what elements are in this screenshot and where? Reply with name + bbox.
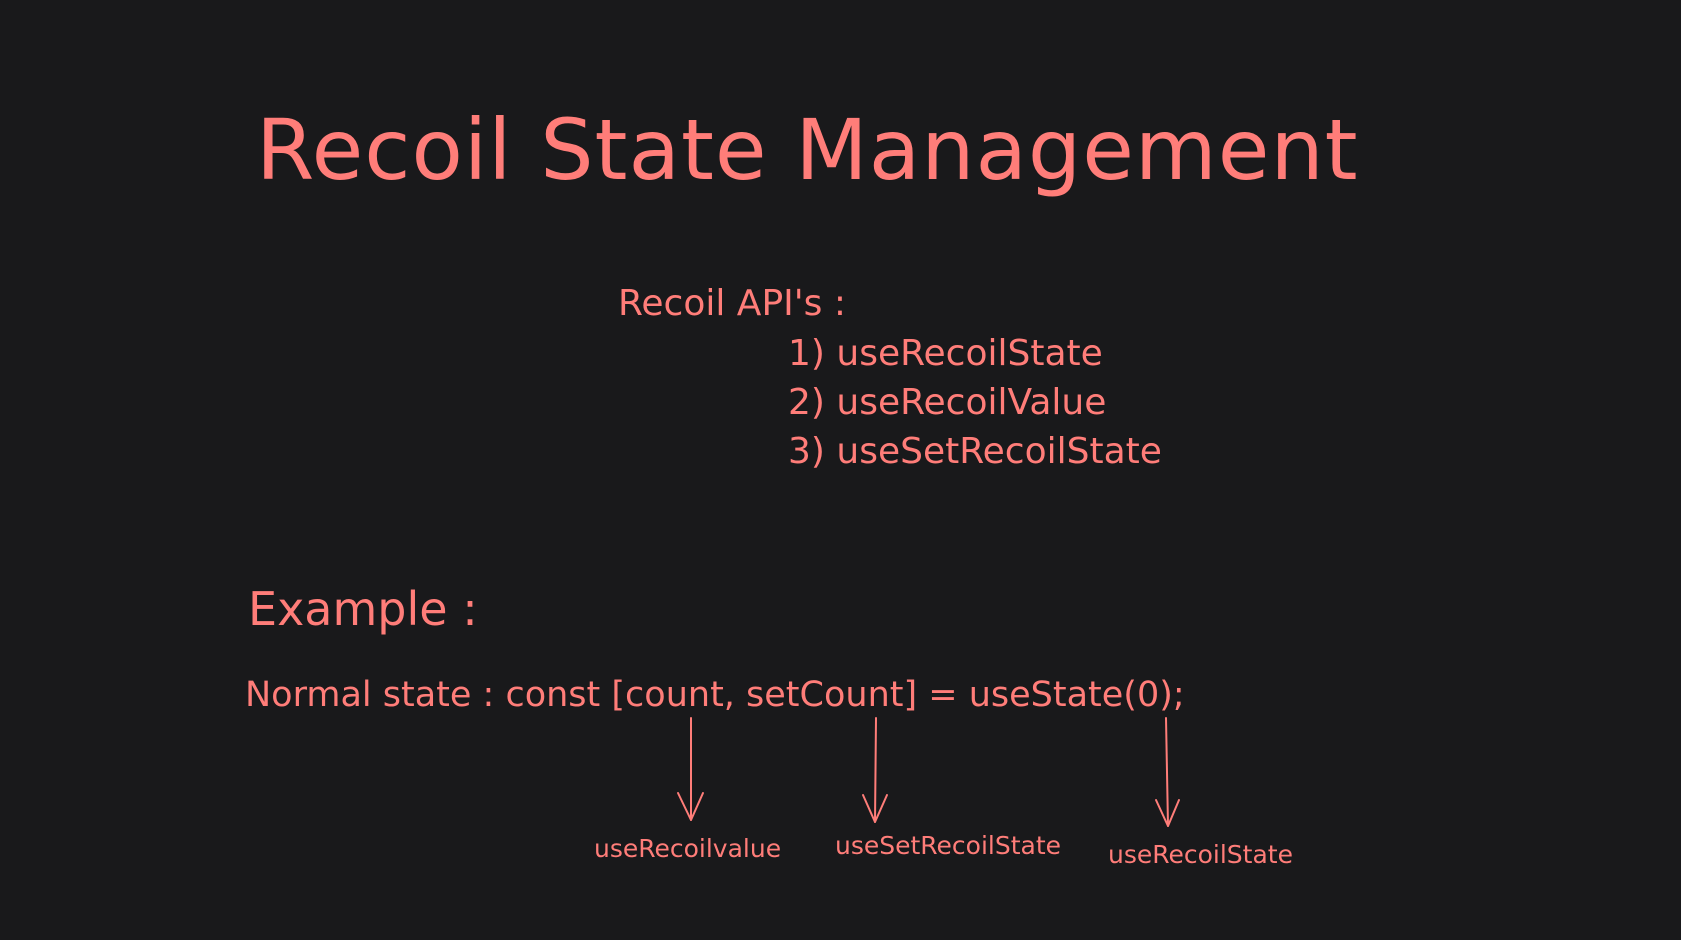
diagram-title: Recoil State Management bbox=[256, 101, 1359, 199]
example-code-line: Normal state : const [count, setCount] =… bbox=[245, 675, 1185, 715]
mapping-label-use-recoil-state: useRecoilState bbox=[1108, 840, 1293, 869]
api-list-item: 2) useRecoilValue bbox=[788, 382, 1107, 423]
api-list-heading: Recoil API's : bbox=[618, 283, 846, 324]
arrow-to-use-recoil-state bbox=[1155, 717, 1180, 827]
arrow-to-use-set-recoil-state bbox=[862, 717, 888, 823]
api-list-item: 1) useRecoilState bbox=[788, 333, 1103, 374]
mapping-label-use-recoil-value: useRecoilvalue bbox=[594, 834, 782, 863]
mapping-label-use-set-recoil-state: useSetRecoilState bbox=[835, 831, 1062, 860]
api-list-item: 3) useSetRecoilState bbox=[788, 431, 1162, 472]
arrow-to-use-recoil-value bbox=[677, 717, 704, 821]
example-heading: Example : bbox=[248, 582, 478, 636]
